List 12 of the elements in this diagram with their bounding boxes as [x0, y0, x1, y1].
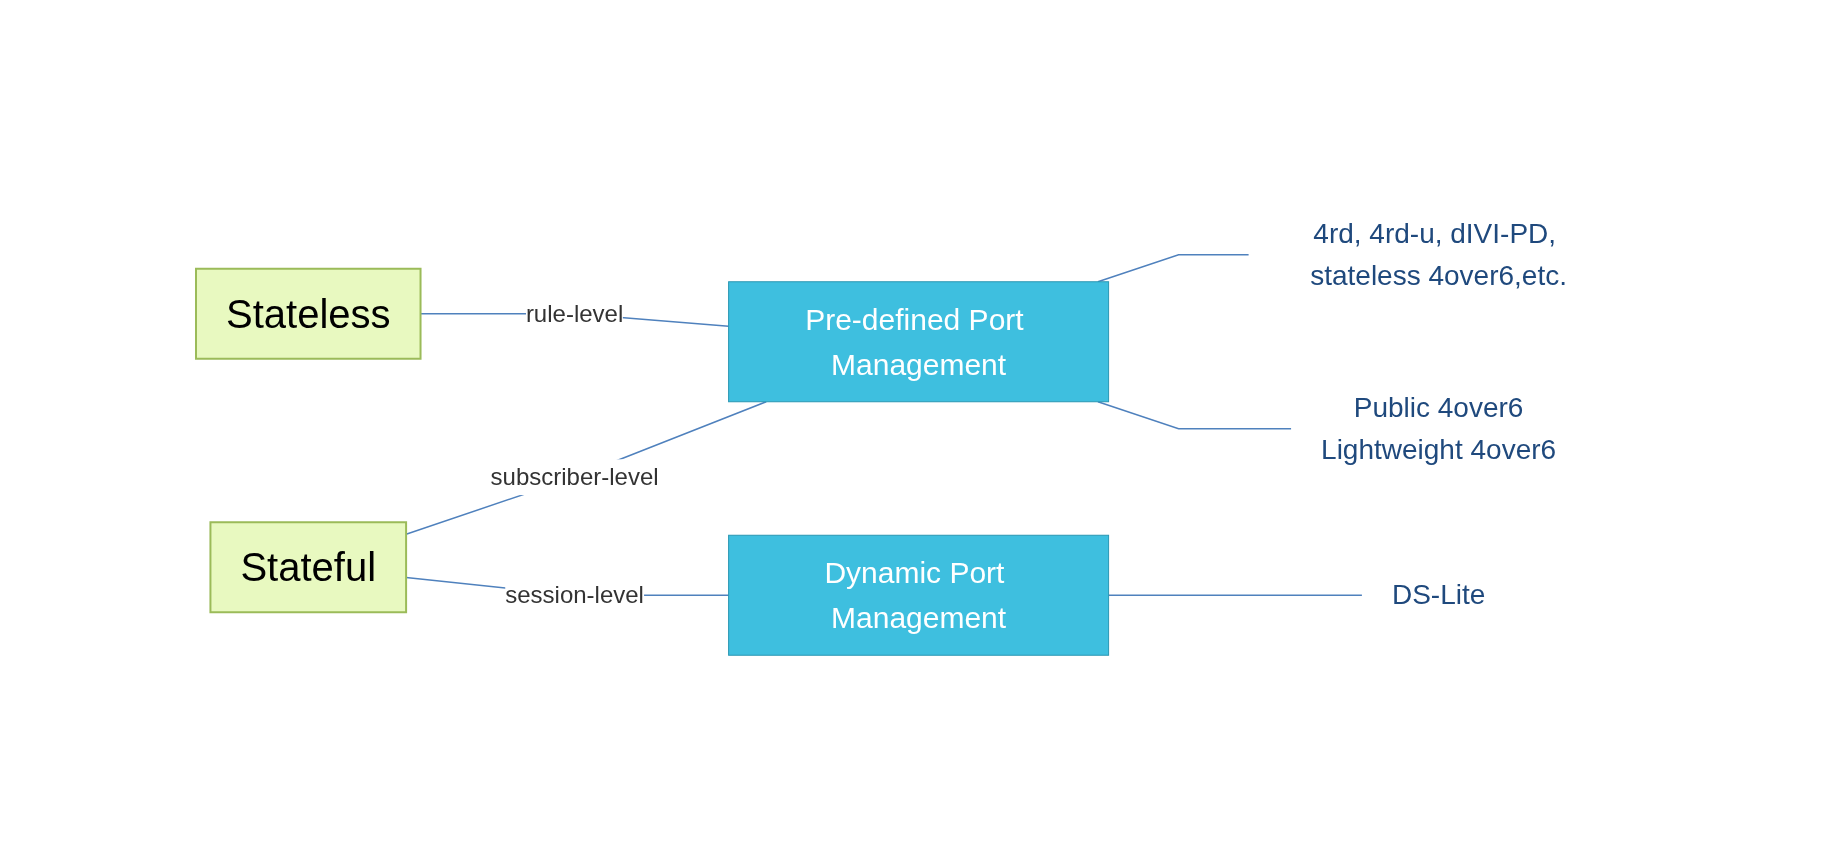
- connector: [1097, 401, 1292, 430]
- node-text: 4rd, 4rd-u, dIVI-PD, stateless 4over6,etc.: [1310, 217, 1568, 291]
- connector: [1108, 594, 1363, 596]
- node-text: DS-Lite: [1392, 579, 1486, 611]
- node-box: Pre-defined Port Management: [728, 281, 1110, 403]
- node-box: Stateful: [209, 521, 408, 614]
- node-text: Public 4over6 Lightweight 4over6: [1321, 391, 1557, 465]
- node-box: Stateless: [195, 267, 422, 360]
- edge-label: subscriber-level: [490, 463, 659, 491]
- edge-label: rule-level: [526, 299, 624, 327]
- edge-label: session-level: [505, 581, 645, 609]
- node-box: Dynamic Port Management: [728, 534, 1110, 656]
